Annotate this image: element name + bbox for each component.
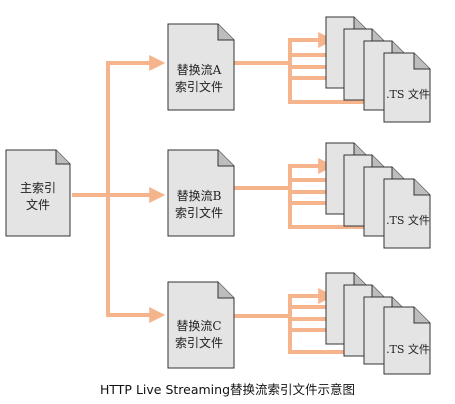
stream-a-label-line2: 索引文件: [175, 79, 223, 94]
stream-c-ts-stack: .TS 文件: [325, 272, 431, 375]
stream-c-label-line1: 替换流C: [176, 319, 221, 333]
master-label-line2: 文件: [26, 197, 50, 212]
stream-a-ts-stack: .TS 文件: [325, 16, 431, 123]
stream-group-a: 替换流A 索引文件 .TS 文件: [167, 16, 431, 123]
master-to-streams-arrows: [72, 55, 166, 323]
stream-b-label-line1: 替换流B: [177, 189, 222, 203]
stream-group-c: 替换流C 索引文件 .TS 文件: [167, 272, 431, 375]
stream-a-index-doc: 替换流A 索引文件: [167, 23, 235, 111]
stream-c-ts-label: .TS 文件: [386, 342, 430, 356]
stream-a-ts-label: .TS 文件: [386, 87, 430, 101]
master-label-line1: 主索引: [20, 181, 56, 195]
figure-caption: HTTP Live Streaming替换流索引文件示意图: [99, 382, 356, 397]
stream-group-b: 替换流B 索引文件 .TS 文件: [167, 142, 431, 249]
stream-c-index-doc: 替换流C 索引文件: [167, 281, 235, 369]
master-index-doc: 主索引 文件: [5, 149, 71, 237]
stream-b-index-doc: 替换流B 索引文件: [167, 149, 235, 237]
stream-b-ts-stack: .TS 文件: [325, 142, 431, 249]
stream-b-label-line2: 索引文件: [175, 205, 223, 220]
stream-b-ts-label: .TS 文件: [386, 213, 430, 227]
stream-c-label-line2: 索引文件: [175, 335, 223, 350]
stream-a-label-line1: 替换流A: [177, 63, 222, 77]
stream-b-arrows: [234, 158, 391, 235]
